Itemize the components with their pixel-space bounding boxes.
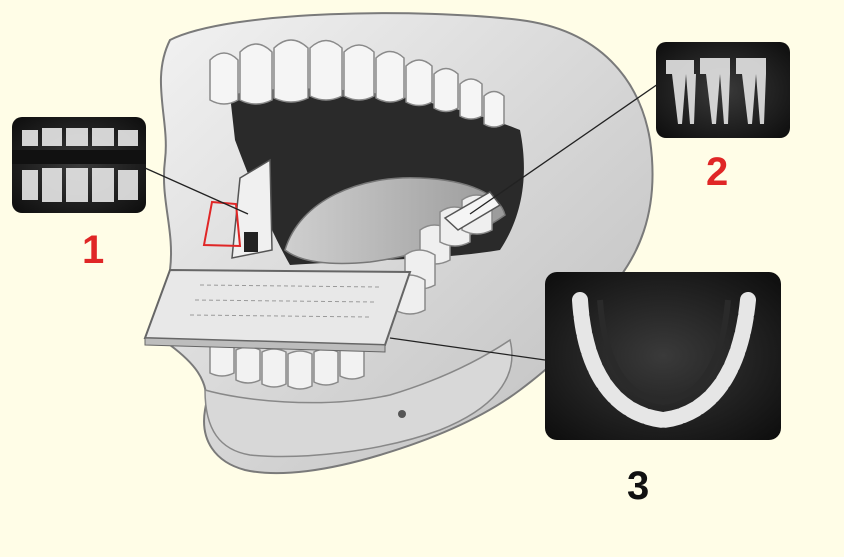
occlusal-film-plate [145, 270, 410, 352]
mental-foramen [398, 410, 406, 418]
xray-film-3 [545, 272, 781, 440]
xray-film-2 [656, 42, 790, 138]
label-film-1: 1 [82, 230, 104, 270]
label-film-3: 3 [627, 466, 649, 506]
xray-film-1 [12, 117, 146, 213]
label-film-2: 2 [706, 152, 728, 192]
